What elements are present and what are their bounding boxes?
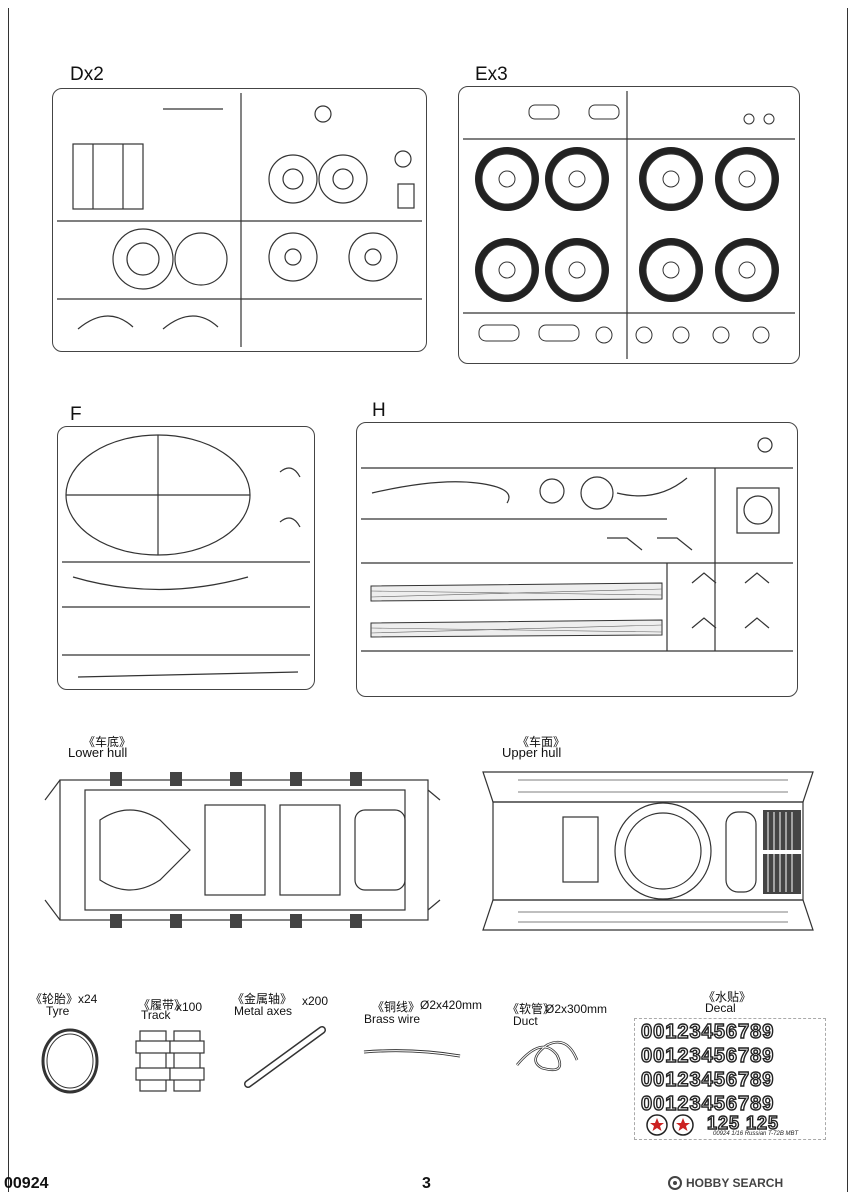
- sprue-h-drawing: [361, 437, 793, 652]
- duct-zh: 《软管》: [507, 1002, 556, 1016]
- brass-label: Brass wire: [364, 1012, 421, 1026]
- tyre-zh: 《轮胎》: [30, 992, 79, 1006]
- sprue-f: [57, 426, 315, 690]
- tyre-label: Tyre: [46, 1004, 70, 1018]
- axes-zh: 《金属轴》: [232, 992, 293, 1006]
- decal-row-4: 00123456789: [640, 1092, 775, 1115]
- decal-footer: 00924 1/16 Russian T-72B MBT: [713, 1131, 799, 1137]
- sprue-d-drawing: [57, 93, 422, 347]
- sprue-d-label: Dx2: [70, 64, 104, 85]
- sprue-e-drawing: [463, 91, 795, 359]
- decal-row-2: 00123456789: [640, 1044, 775, 1067]
- sprue-e: [458, 86, 800, 364]
- sprue-f-drawing: [62, 434, 310, 678]
- star-emblem-icon: [646, 1114, 694, 1136]
- duct-qty: Ø2x300mm: [545, 1002, 608, 1016]
- sprue-d: [52, 88, 427, 352]
- lower-hull-label: Lower hull: [68, 745, 128, 760]
- duct-drawing: [516, 1040, 579, 1072]
- decal-sheet: 00123456789 00123456789 00123456789 0012…: [634, 1018, 826, 1140]
- decal-125: 125 125: [706, 1112, 780, 1133]
- decal-row-3: 00123456789: [640, 1068, 775, 1091]
- tyre-qty: x24: [78, 992, 98, 1006]
- brass-zh: 《铜线》: [372, 1000, 421, 1014]
- sprue-h-label: H: [372, 400, 386, 421]
- brass-wire-drawing: [363, 1049, 461, 1058]
- track-label: Track: [141, 1008, 171, 1022]
- track-qty: x100: [176, 1000, 203, 1014]
- lower-hull-zh: 《车底》: [83, 735, 132, 749]
- sprue-h: [356, 422, 798, 697]
- upper-hull-zh: 《车面》: [517, 735, 566, 749]
- decal-row-1: 00123456789: [640, 1020, 775, 1043]
- tyre-drawing: [41, 1028, 99, 1094]
- duct-label: Duct: [513, 1014, 538, 1028]
- metal-axis-drawing: [244, 1026, 326, 1088]
- watermark: HOBBY SEARCH: [686, 1176, 784, 1190]
- page-number: 3: [422, 1175, 431, 1192]
- track-zh: 《履带》: [138, 998, 187, 1012]
- track-drawing: [135, 1030, 205, 1092]
- lower-hull-drawing: [40, 760, 448, 940]
- hobby-search-logo-icon: [668, 1176, 682, 1190]
- page-frame: [8, 8, 848, 1192]
- upper-hull-drawing: [478, 762, 818, 940]
- decal-zh: 《水贴》: [703, 990, 752, 1004]
- product-code: 00924: [4, 1175, 49, 1192]
- sprue-f-label: F: [70, 404, 82, 425]
- upper-hull-label: Upper hull: [502, 745, 562, 760]
- axes-qty: x200: [302, 994, 329, 1008]
- sprue-e-label: Ex3: [475, 64, 508, 85]
- decal-label: Decal: [705, 1001, 736, 1015]
- brass-qty: Ø2x420mm: [420, 998, 483, 1012]
- axes-label: Metal axes: [234, 1004, 293, 1018]
